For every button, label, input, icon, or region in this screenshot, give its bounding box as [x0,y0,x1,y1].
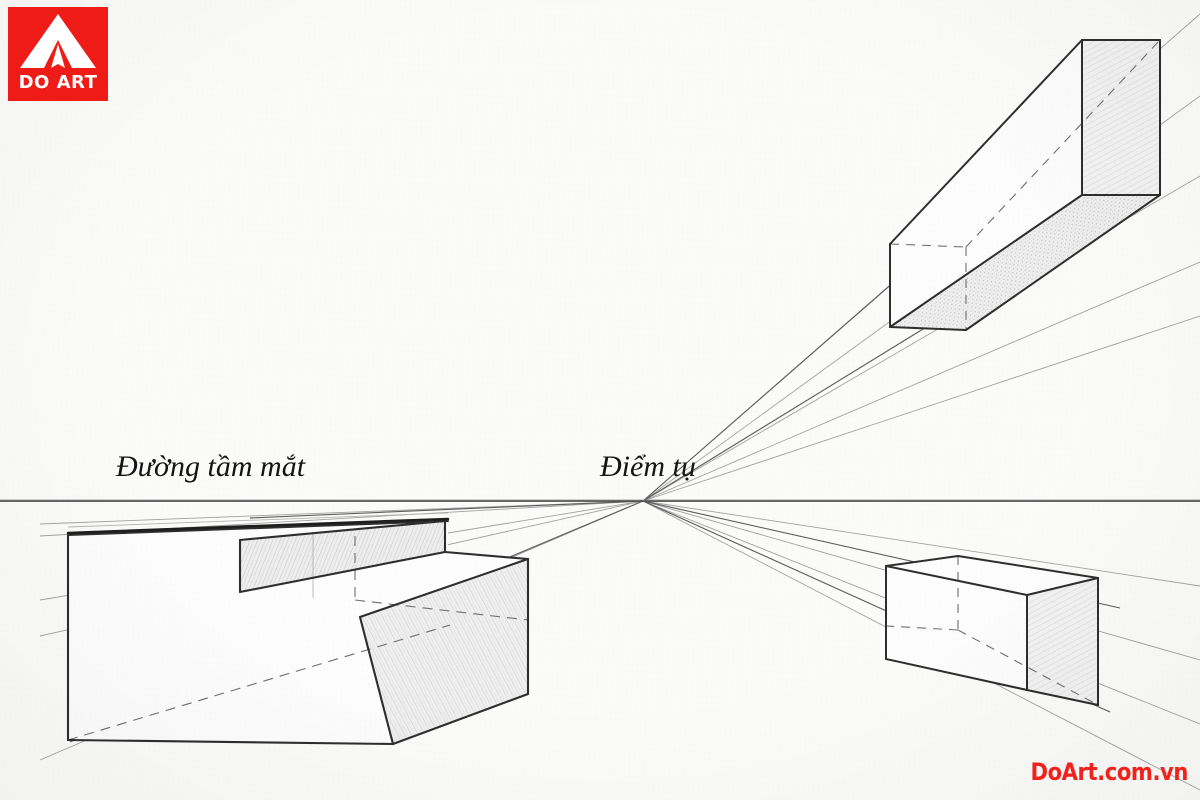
mountain-a-icon [20,14,96,68]
step-block-lower-left [66,512,530,746]
beam-lower-right [885,555,1099,706]
doart-logo[interactable]: DO ART [8,7,108,101]
site-watermark: DoArt.com.vn [1030,758,1188,786]
vanishing-point-label: Điểm tụ [600,450,696,483]
horizon-line-label: Đường tầm mắt [116,450,306,483]
beam-upper-right [889,39,1161,331]
horizon-line [0,499,1200,502]
logo-text: DO ART [18,72,98,93]
